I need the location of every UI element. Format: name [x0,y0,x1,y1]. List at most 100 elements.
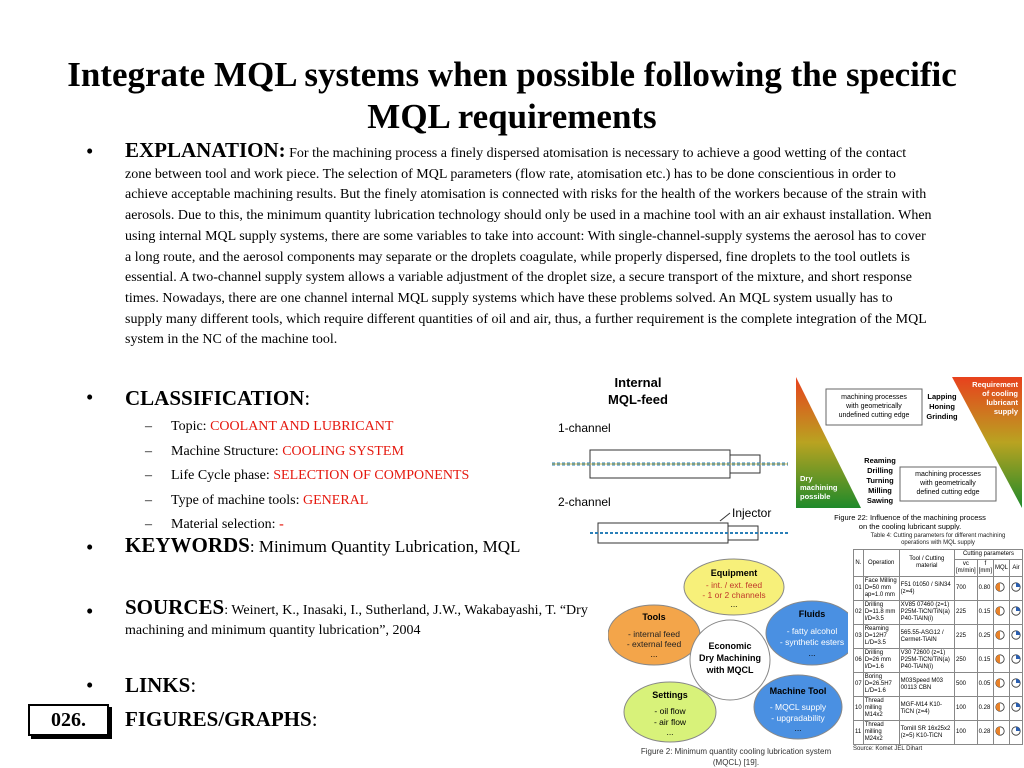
svg-text:- air flow: - air flow [654,717,687,727]
explanation-label: EXPLANATION [125,138,279,162]
air-rating-icon [1011,678,1021,688]
svg-text:Sawing: Sawing [867,496,894,505]
figure-22-caption: on the cooling lubricant supply. [859,522,961,530]
svg-text:...: ... [650,649,657,659]
svg-text:- upgradability: - upgradability [771,713,825,723]
figure-22-caption: Figure 22: Influence of the machining pr… [834,513,986,522]
svg-text:...: ... [808,648,815,658]
svg-text:Reaming: Reaming [864,456,896,465]
box-defined-edge [899,466,997,502]
dry-label: Dry [800,474,813,483]
svg-text:Grinding: Grinding [926,412,958,421]
air-rating-icon [1011,582,1021,592]
requirement-label: of cooling [982,389,1018,398]
classification-heading: CLASSIFICATION: [125,386,311,410]
keywords-block: KEYWORDS: Minimum Quantity Lubrication, … [125,533,521,557]
svg-text:...: ... [666,727,673,737]
table-4-caption: Table 4: Cutting parameters for differen… [870,533,1006,539]
mql-rating-icon [995,678,1005,688]
dry-label: machining [800,483,838,492]
svg-text:Fluids: Fluids [799,609,826,619]
svg-text:- oil flow: - oil flow [654,706,686,716]
svg-text:Turning: Turning [866,476,894,485]
requirement-triangle [952,377,1022,508]
bullet: • [86,535,94,559]
svg-text:- fatty alcohol: - fatty alcohol [787,626,838,636]
node-machine-tool: Machine Tool - MQCL supply - upgradabili… [753,674,843,740]
svg-text:- synthetic esters: - synthetic esters [780,637,844,647]
svg-text:- 1 or 2 channels: - 1 or 2 channels [702,590,765,600]
svg-text:machining processes: machining processes [915,471,981,478]
svg-text:defined cutting edge: defined cutting edge [916,489,979,496]
svg-text:with MQCL: with MQCL [706,665,754,675]
mql-rating-icon [995,702,1005,712]
classification-item: –Life Cycle phase: SELECTION OF COMPONEN… [145,468,470,483]
dry-label: possible [800,492,830,501]
node-fluids: Fluids - fatty alcohol - synthetic ester… [765,600,848,666]
classification-item: –Material selection: - [145,517,284,532]
figure-2: Equipment - int. / ext. feed - 1 or 2 ch… [608,558,848,767]
figure-2-caption: Figure 2: Minimum quantity cooling lubri… [641,747,832,756]
svg-text:machining processes: machining processes [841,394,907,401]
air-rating-icon [1011,702,1021,712]
figures-heading: FIGURES/GRAPHS: [125,707,318,731]
mql-feed-figure: Internal MQL-feed 1-channel 2-channel In… [552,375,788,544]
svg-text:Dry Machining: Dry Machining [699,653,761,663]
air-rating-icon [1011,630,1021,640]
table-4: Table 4: Cutting parameters for differen… [853,533,1024,752]
svg-text:...: ... [730,599,737,609]
sources-block: SOURCES: Weinert, K., Inasaki, I., Suthe… [125,595,588,639]
mql-rating-icon [995,606,1005,616]
mql-rating-icon [995,582,1005,592]
explanation-text: For the machining process a finely dispe… [125,146,932,348]
injector-label: Injector [732,506,771,520]
mql-rating-icon [995,726,1005,736]
explanation-block: EXPLANATION: For the machining process a… [125,138,932,348]
svg-text:Economic: Economic [708,641,751,651]
requirement-label: supply [994,407,1019,416]
links-heading: LINKS: [125,673,197,697]
box-undefined-edge [825,388,923,426]
svg-text:- internal feed: - internal feed [628,629,680,639]
figure-22: Dry machining possible Requirement of co… [796,377,1022,530]
node-settings: Settings - oil flow - air flow ... [623,681,717,743]
bullet: • [86,385,94,409]
svg-text:- int. / ext. feed: - int. / ext. feed [706,580,762,590]
node-center: Economic Dry Machining with MQCL [689,619,771,701]
mql-rating-icon [995,654,1005,664]
air-rating-icon [1011,654,1021,664]
mql-feed-title: MQL-feed [608,392,668,407]
classification-item: –Type of machine tools: GENERAL [145,493,369,508]
requirement-label: Requirement [972,380,1018,389]
svg-text:Equipment: Equipment [711,568,758,578]
mql-rating-icon [995,630,1005,640]
classification-item: –Machine Structure: COOLING SYSTEM [145,444,404,459]
svg-text:with geometrically: with geometrically [845,403,902,410]
svg-text:Milling: Milling [868,486,892,495]
air-rating-icon [1011,606,1021,616]
svg-text:- external feed: - external feed [627,639,682,649]
node-equipment: Equipment - int. / ext. feed - 1 or 2 ch… [683,558,785,616]
svg-text:Drilling: Drilling [867,466,893,475]
slide-number: 026. [28,704,109,736]
bullet: • [86,673,94,697]
svg-text:Lapping: Lapping [927,392,957,401]
mql-feed-title: Internal [615,375,662,390]
cutting-parameters-table: N. Operation Tool / Cutting material Cut… [853,549,1024,745]
dry-machining-triangle [796,377,861,508]
injector-pointer [719,512,731,522]
svg-text:Machine Tool: Machine Tool [770,686,827,696]
requirement-label: lubricant [986,398,1018,407]
bullet: • [86,599,94,623]
air-rating-icon [1011,726,1021,736]
svg-text:Tools: Tools [642,612,665,622]
bullet: • [86,139,94,163]
svg-text:with geometrically: with geometrically [919,480,976,487]
